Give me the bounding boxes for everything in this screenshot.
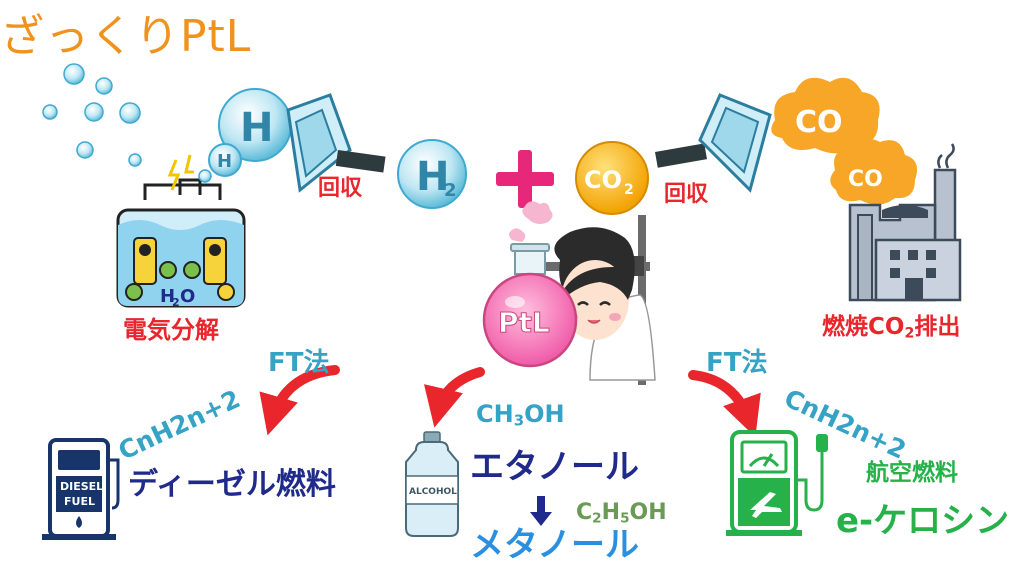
diesel-pump-text-2: FUEL — [64, 495, 95, 508]
factory-icon — [848, 143, 962, 302]
diesel-label: ディーゼル燃料 — [128, 467, 336, 502]
arrow-center-icon — [423, 367, 485, 428]
ch3oh-formula: CH3OH — [476, 400, 565, 430]
arrow-left-icon — [259, 365, 340, 436]
water-formula-h: H — [160, 286, 175, 307]
diesel-pump-text-1: DIESEL — [60, 480, 103, 493]
capture-right-label: 回収 — [664, 182, 709, 207]
co2-main: CO — [584, 166, 622, 194]
bubble-icon — [128, 153, 142, 167]
ft-left-label: FT法 — [268, 348, 330, 378]
arrow-right-icon — [688, 370, 761, 438]
bubble-icon — [95, 77, 113, 95]
jet-fuel-pump-icon — [726, 430, 828, 536]
water-formula-sub: 2 — [172, 296, 180, 309]
methanol-label: メタノール — [470, 525, 639, 565]
co2-smoke-clouds: CO CO — [771, 77, 918, 205]
electrolysis-label: 電気分解 — [123, 316, 219, 344]
bubble-icon — [76, 141, 94, 159]
aviation-fuel-label: 航空燃料 — [866, 460, 958, 486]
bubble-h2-small-label: H — [217, 151, 232, 172]
electrolysis-tank-icon: H 2 O — [116, 154, 246, 309]
bubble-co2-a-label: CO — [795, 105, 843, 140]
left-capture-device-icon — [286, 93, 386, 193]
bubble-icon — [42, 104, 58, 120]
scientist-illustration: PtL — [482, 201, 656, 385]
ptl-flask-label: PtL — [498, 306, 550, 339]
ekerosene-label: e-ケロシン — [836, 501, 1010, 541]
h2-subscript: 2 — [444, 180, 457, 201]
co2-molecule-icon: CO 2 — [575, 141, 649, 215]
page-title: ざっくりPtL — [0, 11, 252, 62]
h2-molecule-icon: H 2 — [397, 139, 467, 209]
bubble-icon — [119, 102, 141, 124]
ft-right-label: FT法 — [706, 348, 768, 378]
ethanol-label: エタノール — [470, 447, 639, 487]
arrows — [259, 365, 761, 438]
water-formula-o: O — [180, 286, 195, 307]
h2-bubbles: H H — [198, 88, 292, 183]
co2-sub: 2 — [624, 182, 634, 198]
diesel-pump-icon: DIESEL FUEL — [42, 438, 120, 540]
plus-icon — [496, 150, 554, 208]
bubble-icon — [63, 63, 85, 85]
alcohol-bottle-text: ALCOHOL — [409, 487, 457, 497]
down-arrow-icon — [530, 496, 552, 526]
bubble-co2-b-label: CO — [848, 167, 883, 192]
alcohol-bottle-icon: ALCOHOL — [405, 431, 459, 537]
capture-left-label: 回収 — [318, 176, 363, 201]
oxygen-bubbles — [42, 63, 142, 167]
right-capture-device-icon — [654, 93, 772, 193]
bubble-h2-big-label: H — [240, 105, 273, 151]
c2h5oh-formula: C2H5OH — [576, 500, 667, 527]
bubble-icon — [84, 102, 104, 122]
h2-symbol: H — [416, 154, 449, 200]
factory-emission-label: 燃焼CO2排出 — [822, 314, 961, 342]
